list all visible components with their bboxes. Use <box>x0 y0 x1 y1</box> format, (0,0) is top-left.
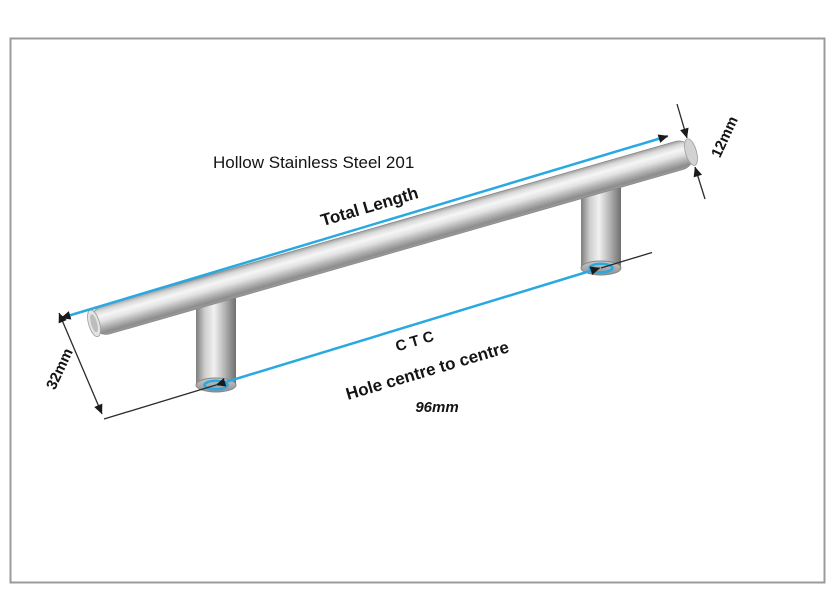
bar-end-cap-right <box>684 138 698 166</box>
diameter-arrow-top <box>676 103 689 139</box>
ctc-value-label: 96mm <box>415 399 458 416</box>
right-post-body <box>581 186 621 268</box>
diameter-arrow-bottom <box>693 166 706 200</box>
height-dimension-line <box>58 312 103 415</box>
material-label: Hollow Stainless Steel 201 <box>213 153 414 172</box>
total-length-dimension-line <box>60 134 669 320</box>
ctc-dimension-line <box>215 266 601 387</box>
height-extension-line <box>103 384 217 420</box>
right-extension-line <box>600 251 653 269</box>
left-post-body <box>196 296 236 385</box>
